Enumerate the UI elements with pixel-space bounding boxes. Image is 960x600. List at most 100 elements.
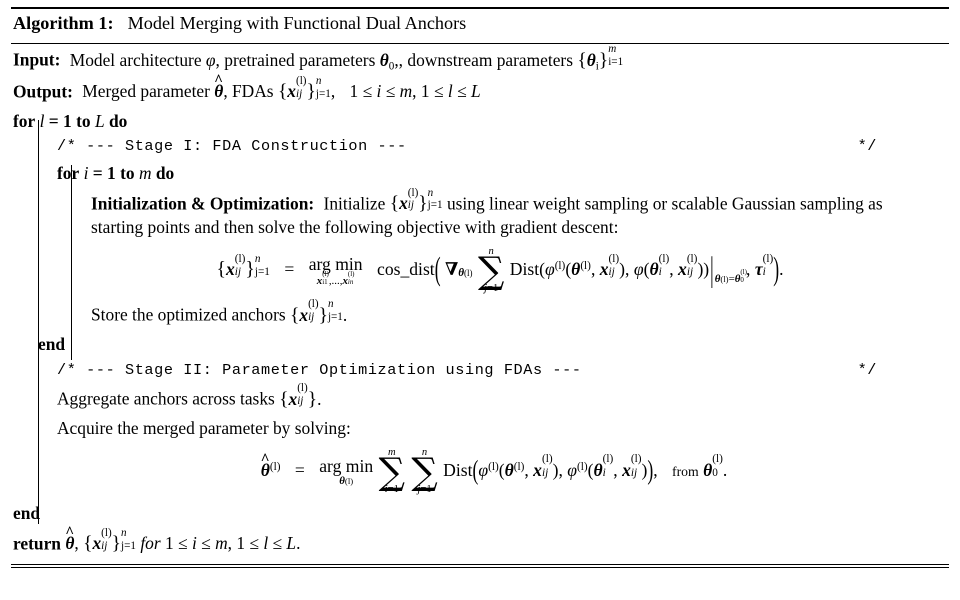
end-outer-keyword: end (13, 503, 41, 524)
comment-stage-1: /* --- Stage I: FDA Construction --- */ (11, 135, 949, 160)
brace-close-2: } (306, 81, 316, 103)
leq-b: ≤ (385, 81, 396, 102)
initialization-label: Initialization & Optimization: (91, 192, 315, 213)
idx-m-a: m (399, 81, 413, 102)
nabla-subscript: θ(l) (458, 266, 473, 279)
initialization-paragraph: Initialization & Optimization: Initializ… (11, 187, 949, 241)
acquire-merged-line: Acquire the merged parameter by solving: (11, 415, 949, 443)
sub-i: i (595, 59, 599, 72)
rule-under-caption (11, 42, 949, 44)
leq-c: ≤ (433, 81, 444, 102)
brace-open: { (577, 49, 587, 71)
dist-label-1: Dist (509, 259, 540, 280)
sym-theta: θ (379, 49, 389, 70)
for-l-line: for l = 1 to L do (11, 107, 949, 135)
sym-theta-i: θ (586, 49, 596, 70)
sym-tau: τ (754, 259, 763, 280)
argmin-operator-2: arg min θ(l) (319, 456, 374, 487)
summation-j-2: n ∑ j=1 (411, 447, 438, 496)
summation-i: m ∑ i=1 (378, 447, 405, 496)
return-for-keyword: for (140, 533, 161, 554)
theta-hat-eq2: ^θ (260, 450, 270, 480)
dist-label-2: Dist (443, 459, 473, 480)
loop-guide-rule-inner (71, 165, 73, 360)
nabla-operator: ∇ (444, 259, 459, 280)
aggregate-anchors-line: Aggregate anchors across tasks {x(l)ij}. (11, 383, 949, 415)
sub-zero: 0 (388, 59, 395, 72)
initialization-text-a: Initialize (323, 192, 386, 213)
from-label: from (672, 463, 699, 479)
for-i-line: for i = 1 to m do (11, 159, 949, 187)
paren-close-tall-2: ) (647, 453, 654, 485)
rule-top (11, 7, 949, 9)
aggregate-anchors-text: Aggregate anchors across tasks (57, 388, 275, 409)
paren-close-tall-1: ) (773, 249, 780, 287)
idx-i-a: i (376, 81, 382, 102)
evaluation-condition: θ(l)=θ(l)0 (714, 267, 747, 285)
for-l-limit: L (94, 110, 105, 131)
for-i-keyword: for (57, 162, 80, 183)
argmin-subscript-1: x(l)i1,...,x(l)in (316, 270, 355, 288)
eq-sign-2: = (294, 459, 305, 480)
comment-stage-1-end: */ (857, 137, 877, 156)
for-i-limit: m (138, 162, 152, 183)
leq-a: ≤ (362, 81, 373, 102)
brace-open-2: { (277, 81, 288, 103)
for-i-body: = 1 to (92, 162, 135, 183)
evaluation-bar: |θ(l)=θ(l)0 (710, 248, 747, 289)
theta-hat-return: ^θ (65, 523, 75, 554)
input-content: Model architecture φ, pretrained paramet… (69, 43, 624, 72)
for-l-body: = 1 to (48, 110, 91, 131)
rule-bottom-thin (11, 567, 949, 569)
end-outer-loop: end (11, 500, 949, 528)
algorithm-caption-label: Algorithm 1: (13, 13, 114, 33)
eq-sign-1: = (284, 259, 295, 280)
return-keyword: return (13, 533, 61, 554)
output-line: Output: Merged parameter ^θ, FDAs {x(l)i… (11, 72, 949, 107)
argmin-subscript-2: θ(l) (339, 474, 354, 487)
argmin-operator-1: arg min x(l)i1,...,x(l)in (308, 253, 363, 288)
comment-stage-2: /* --- Stage II: Parameter Optimization … (11, 358, 949, 383)
idx-l-a: l (447, 81, 453, 102)
sym-phi: φ (205, 49, 216, 70)
x-indices: (l)ij (296, 74, 307, 100)
algorithm-caption: Algorithm 1: Model Merging with Function… (11, 9, 949, 40)
summation-j: n ∑ j=1 (477, 246, 505, 295)
aggregate-anchor-set: {x(l)ij}. (279, 382, 322, 410)
algorithm-caption-title: Model Merging with Functional Dual Ancho… (127, 13, 467, 33)
for-i-do: do (155, 162, 175, 183)
algorithm-block: Algorithm 1: Model Merging with Function… (11, 7, 949, 569)
output-label: Output: (13, 81, 73, 102)
sym-x: x (287, 81, 296, 102)
for-l-do: do (108, 110, 128, 131)
comment-stage-2-end: */ (857, 360, 877, 379)
store-anchors-text: Store the optimized anchors (91, 304, 286, 325)
leq-d: ≤ (457, 81, 467, 102)
input-line: Input: Model architecture φ, pretrained … (11, 43, 949, 76)
equation-merged-parameter: ^θ(l) = arg min θ(l) m ∑ i=1 n ∑ j=1 Dis… (260, 447, 728, 496)
input-label: Input: (13, 49, 61, 70)
cos-dist-label: cos_dist (377, 259, 435, 280)
end-inner-loop: end (11, 331, 949, 359)
idx-L-a: L (470, 81, 481, 102)
paren-open-tall-2: ( (472, 453, 479, 485)
end-inner-keyword: end (38, 334, 66, 354)
for-i-var: i (83, 162, 89, 183)
for-l-var: l (39, 110, 45, 131)
initialization-text-b: using linear weight sampling or scalable… (91, 192, 883, 238)
paren-open-tall-1: ( (434, 249, 441, 287)
theta-hat: ^θ (214, 72, 224, 102)
num-one-a: 1 (349, 81, 359, 102)
rule-bottom-thick (11, 563, 949, 565)
comment-stage-2-text: /* --- Stage II: Parameter Optimization … (57, 360, 582, 379)
num-one-b: 1 (420, 81, 430, 102)
